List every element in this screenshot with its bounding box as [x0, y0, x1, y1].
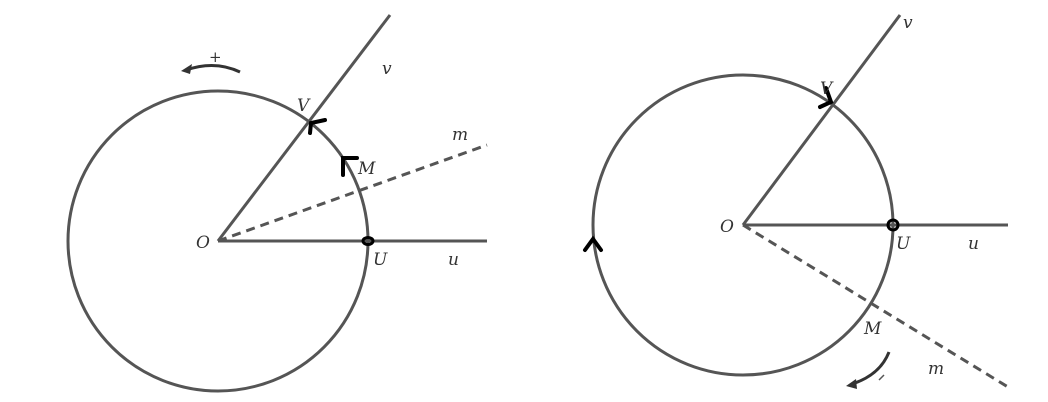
label-u: U [373, 250, 388, 270]
arrow-head-icon [846, 379, 857, 389]
orientation-arrow-icon [851, 351, 891, 386]
right-figure: O V M U u v m [583, 13, 1009, 389]
caret-mark-icon [583, 235, 603, 252]
angle-mark-v [308, 118, 327, 135]
label-ray-m: m [928, 359, 944, 379]
angle-mark-v [818, 86, 834, 109]
left-ray-v [216, 14, 392, 242]
label-o: O [720, 217, 734, 237]
label-ray-m: m [452, 125, 468, 145]
left-ray-m [217, 143, 488, 243]
label-ray-v: v [903, 13, 913, 33]
arrow-head-icon [181, 64, 192, 74]
label-m: M [863, 319, 882, 339]
label-u: U [896, 234, 911, 254]
minus-tick-icon [878, 374, 885, 381]
label-v: V [297, 96, 311, 116]
label-ray-u: u [448, 250, 459, 270]
orientation-arrow-icon [185, 64, 241, 74]
label-o: O [196, 233, 210, 253]
orientation-sign: + [209, 48, 222, 66]
label-ray-u: u [968, 234, 979, 254]
angle-mark-m [341, 156, 359, 177]
left-figure: + O V M U u v m [66, 14, 488, 393]
point-u-marker [886, 218, 900, 232]
point-u-marker [361, 236, 375, 246]
label-m: M [357, 159, 376, 179]
right-ray-v [741, 14, 902, 226]
label-ray-v: v [382, 59, 392, 79]
label-v: V [820, 79, 834, 99]
right-ray-m [742, 223, 1009, 389]
